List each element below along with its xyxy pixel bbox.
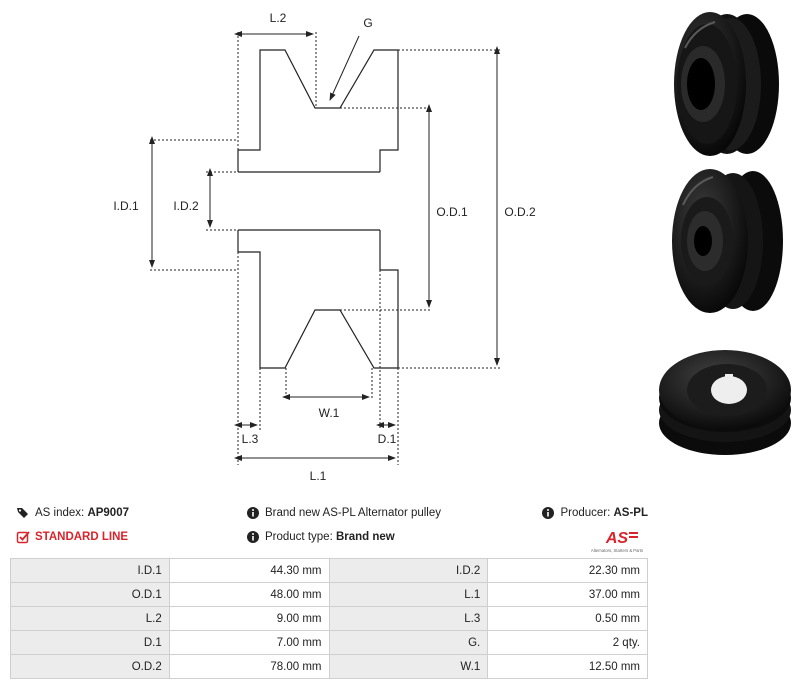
- as-pl-logo: AS Alternators, Starters & Parts: [591, 530, 643, 553]
- spec-value: 2 qty.: [487, 630, 648, 655]
- spec-key: W.1: [328, 654, 489, 679]
- label-l1: L.1: [310, 469, 327, 483]
- label-g: G: [363, 16, 372, 30]
- table-row: O.D.2 78.00 mm W.1 12.50 mm: [10, 654, 648, 679]
- info-icon: [247, 507, 259, 519]
- producer-label: Producer:: [560, 507, 611, 519]
- checkbox-checked-icon: [16, 531, 30, 544]
- label-l2: L.2: [270, 11, 287, 25]
- label-d1: D.1: [378, 432, 397, 446]
- spec-key: O.D.1: [10, 582, 170, 607]
- standard-line-label: STANDARD LINE: [35, 531, 129, 543]
- label-l3: L.3: [242, 432, 259, 446]
- producer: Producer: AS-PL: [541, 506, 648, 520]
- label-od1: O.D.1: [436, 205, 468, 219]
- producer-value: AS-PL: [613, 507, 649, 519]
- info-icon: [247, 531, 259, 543]
- product-photo-angle-3: [659, 350, 791, 455]
- spec-value: 12.50 mm: [487, 654, 648, 679]
- product-photo-angle-2: [672, 169, 783, 313]
- spec-value: 37.00 mm: [487, 582, 648, 607]
- spec-key: L.2: [10, 606, 170, 631]
- spec-key: L.1: [328, 582, 489, 607]
- standard-line: STANDARD LINE: [16, 530, 128, 544]
- spec-value: 22.30 mm: [487, 558, 648, 583]
- spec-value: 0.50 mm: [487, 606, 648, 631]
- description-text: Brand new AS-PL Alternator pulley: [265, 507, 442, 519]
- spec-key: L.3: [328, 606, 489, 631]
- product-info: AS index: AP9007 STANDARD LINE Brand new…: [10, 500, 650, 555]
- spec-value: 48.00 mm: [168, 582, 330, 607]
- spec-value: 7.00 mm: [168, 630, 330, 655]
- label-id1: I.D.1: [113, 199, 139, 213]
- spec-key: I.D.1: [10, 558, 170, 583]
- spec-value: 44.30 mm: [168, 558, 330, 583]
- product-type-value: Brand new: [335, 531, 395, 543]
- logo-mark: AS: [605, 530, 629, 547]
- product-photo-angle-1: [674, 12, 779, 156]
- dimension-arrows: [149, 31, 500, 461]
- label-w1: W.1: [319, 406, 340, 420]
- as-index-label: AS index:: [35, 507, 85, 519]
- pulley-dimension-diagram: L.2 G I.D.1 I.D.2 O.D.1 O.D.2 W.1 L.3 D.…: [113, 11, 536, 483]
- spec-key: O.D.2: [10, 654, 170, 679]
- tags-icon: [17, 508, 28, 518]
- label-id2: I.D.2: [173, 199, 199, 213]
- specifications-table: I.D.1 44.30 mm I.D.2 22.30 mm O.D.1 48.0…: [10, 558, 648, 679]
- as-index-value: AP9007: [87, 507, 129, 519]
- table-row: L.2 9.00 mm L.3 0.50 mm: [10, 606, 648, 631]
- spec-key: I.D.2: [328, 558, 489, 583]
- label-od2: O.D.2: [504, 205, 536, 219]
- spec-key: D.1: [10, 630, 170, 655]
- spec-value: 9.00 mm: [168, 606, 330, 631]
- spec-value: 78.00 mm: [168, 654, 330, 679]
- table-row: O.D.1 48.00 mm L.1 37.00 mm: [10, 582, 648, 607]
- info-icon: [542, 507, 555, 519]
- logo-tagline: Alternators, Starters & Parts: [591, 548, 643, 553]
- spec-key: G.: [328, 630, 489, 655]
- product-type: Product type: Brand new: [246, 530, 395, 544]
- table-row: I.D.1 44.30 mm I.D.2 22.30 mm: [10, 558, 648, 583]
- product-type-label: Product type:: [265, 531, 333, 543]
- dimension-extension-lines: [150, 32, 500, 465]
- pulley-outline: [237, 49, 399, 369]
- description: Brand new AS-PL Alternator pulley: [246, 506, 441, 520]
- table-row: D.1 7.00 mm G. 2 qty.: [10, 630, 648, 655]
- as-index: AS index: AP9007: [16, 506, 129, 520]
